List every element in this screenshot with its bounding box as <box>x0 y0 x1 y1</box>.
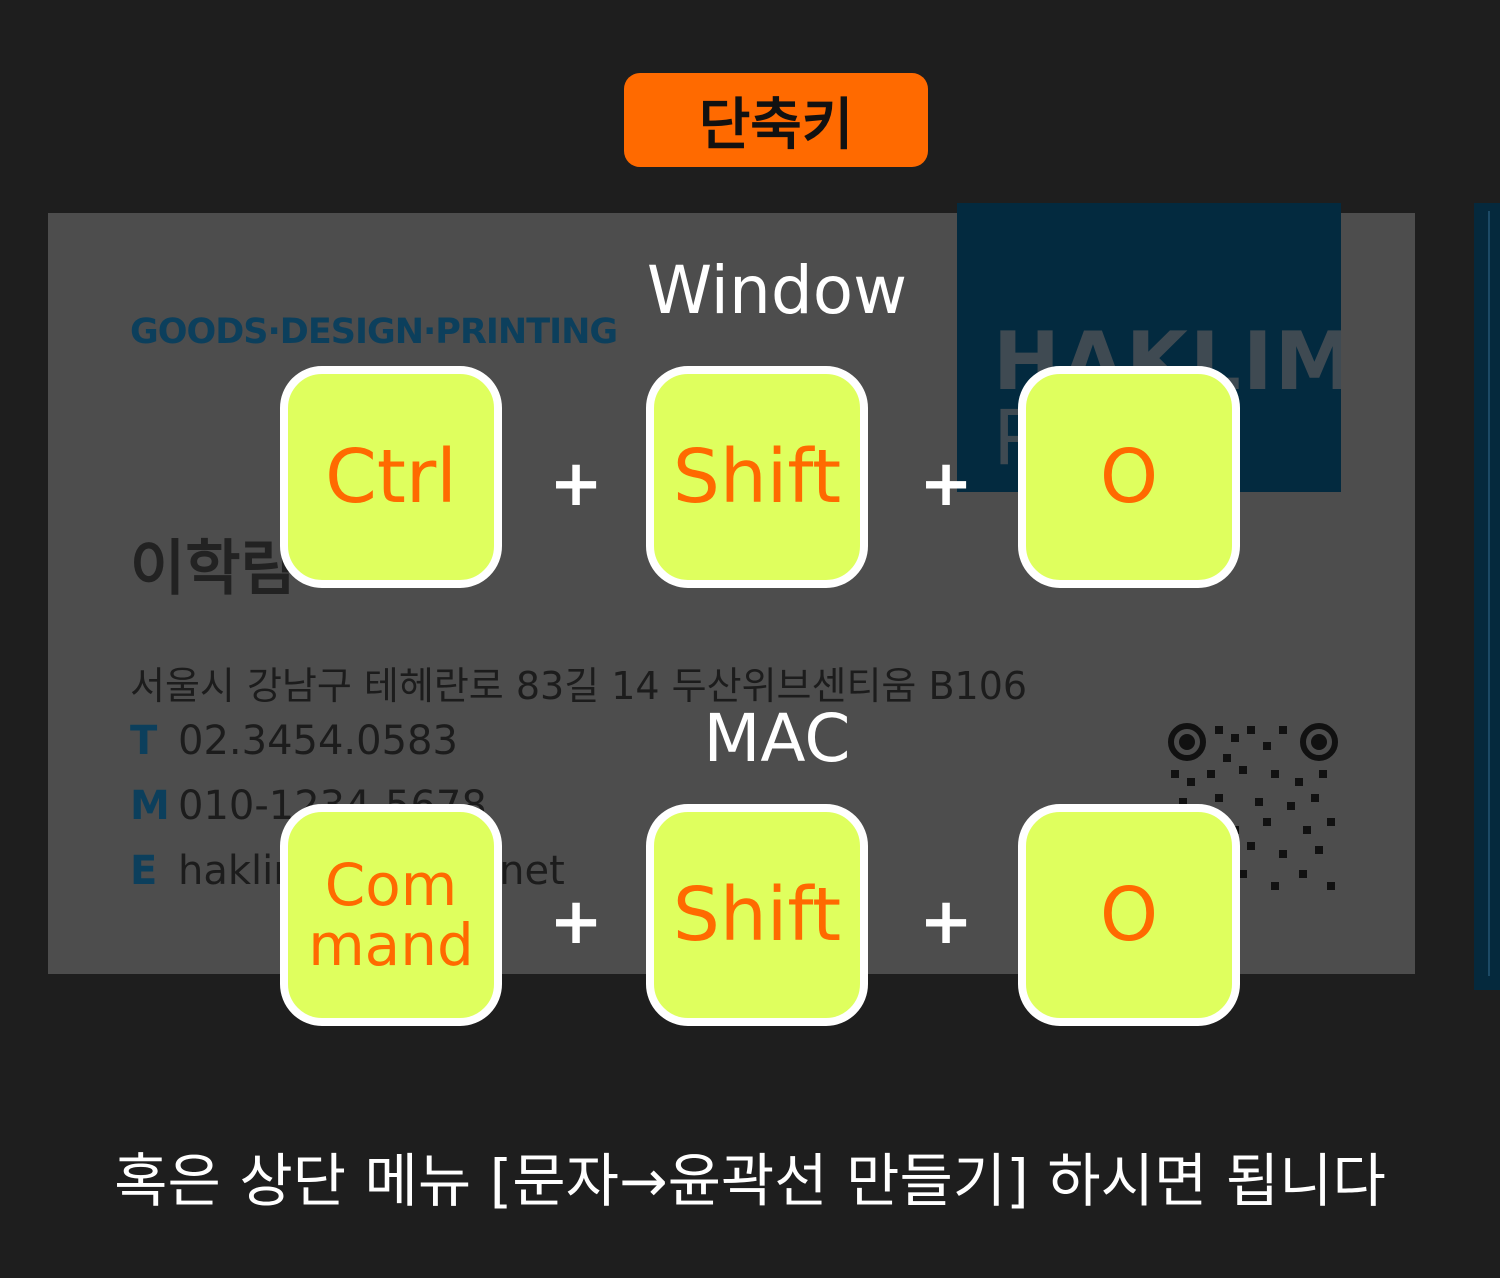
card-email-key: E <box>130 848 158 894</box>
key-command: Com mand <box>280 804 502 1026</box>
key-shift: Shift <box>646 804 868 1026</box>
key-o: O <box>1018 366 1240 588</box>
card-address: 서울시 강남구 테헤란로 83길 14 두산위브센티움 B106 <box>130 664 1028 708</box>
card-phone: T 02.3454.0583 <box>130 718 458 764</box>
card-phone-value: 02.3454.0583 <box>178 718 458 764</box>
title-text: 단축키 <box>698 92 854 158</box>
plus-sign: + <box>919 447 973 521</box>
plus-sign: + <box>919 885 973 959</box>
plus-sign: + <box>549 447 603 521</box>
instruction-text: 혹은 상단 메뉴 [문자→윤곽선 만들기] 하시면 됩니다 <box>114 1147 1386 1215</box>
card-mobile-key: M <box>130 783 170 829</box>
mac-label: MAC <box>703 700 851 777</box>
title-badge: 단축키 <box>624 73 928 167</box>
card-phone-key: T <box>130 718 158 764</box>
next-card-edge <box>1474 203 1500 990</box>
key-shift: Shift <box>646 366 868 588</box>
card-name: 이학림 <box>130 534 296 604</box>
key-ctrl: Ctrl <box>280 366 502 588</box>
card-tagline: GOODS·DESIGN·PRINTING <box>130 312 618 352</box>
window-label: Window <box>646 252 908 329</box>
key-o: O <box>1018 804 1240 1026</box>
plus-sign: + <box>549 885 603 959</box>
